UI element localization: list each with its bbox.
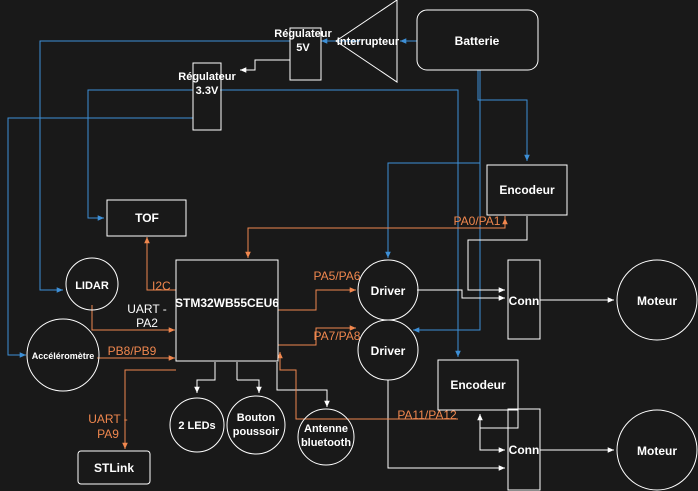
interrupteur-label: Interrupteur <box>337 36 400 48</box>
conn-bottom-box <box>507 408 541 491</box>
accelerometre-circle <box>26 318 100 392</box>
tof-box <box>106 199 187 237</box>
accelerometre-label: Accéléromètre <box>32 351 95 361</box>
wire-encodeur-top-conn-top <box>467 216 528 293</box>
wire-driver-top-conn-top <box>417 289 505 301</box>
batterie-label: Batterie <box>455 34 500 48</box>
encodeur-bottom-box <box>437 359 519 411</box>
wire-mcu-antenne <box>276 362 330 407</box>
wire-mcu-bouton-b <box>237 379 262 393</box>
i2c-label: I2C <box>152 279 171 293</box>
antenne-label-1: Antenne <box>304 423 348 435</box>
conn-bottom-label: Conn <box>509 443 540 457</box>
wire-reg5v-lidar <box>39 40 290 293</box>
uart-pa2-label-1: UART - <box>127 302 167 316</box>
pa7-pa8-label: PA7/PA8 <box>314 329 361 343</box>
batterie-box <box>416 9 539 71</box>
stlink-box <box>77 450 151 485</box>
encodeur-top-box <box>486 164 568 216</box>
conn-top-label: Conn <box>509 294 540 308</box>
wire-reg33-accelerometre <box>7 117 193 358</box>
antenne-label-2: bluetooth <box>301 437 351 449</box>
moteur-top-circle <box>616 259 698 341</box>
wire-mcu-driver-top <box>278 287 356 311</box>
wire-batterie-encodeur-top <box>477 70 530 161</box>
pb8-pb9-label: PB8/PB9 <box>108 344 157 358</box>
driver-bottom-circle <box>357 319 419 381</box>
bouton-label-1: Bouton <box>237 412 276 424</box>
pa11-pa12-label: PA11/PA12 <box>397 408 457 422</box>
wire-reg33-encodeur-bottom <box>220 89 461 357</box>
reg5v-label-2: 5V <box>296 42 310 54</box>
uart-pa9-label-1: UART - <box>88 412 128 426</box>
moteur-bottom-circle <box>616 409 698 491</box>
uart-pa2-label-2: PA2 <box>136 316 158 330</box>
leds-circle <box>169 397 225 453</box>
wire-encodeur-bottom-mcu <box>277 352 458 420</box>
wire-batterie-driver-bottom <box>413 70 481 333</box>
reg5v-box <box>289 27 322 81</box>
leds-label: 2 LEDs <box>178 420 215 432</box>
bouton-circle <box>226 395 286 455</box>
pa5-pa6-label: PA5/PA6 <box>314 269 361 283</box>
mcu-box <box>175 259 279 362</box>
wire-reg33-tof <box>87 89 193 221</box>
reg33-label-1: Régulateur <box>178 71 236 83</box>
antenne-circle <box>297 408 355 466</box>
lidar-circle <box>65 257 119 311</box>
moteur-top-label: Moteur <box>637 294 677 308</box>
mcu-label: STM32WB55CEU6 <box>175 296 279 310</box>
driver-top-label: Driver <box>371 284 406 298</box>
encodeur-top-label: Encodeur <box>499 183 555 197</box>
signal-wires-orange <box>91 216 508 449</box>
wire-mcu-driver-bottom <box>278 325 356 346</box>
pa0-pa1-label: PA0/PA1 <box>454 214 501 228</box>
power-wires <box>7 38 530 358</box>
wire-reg33-driver-top <box>385 162 480 258</box>
conn-top-box <box>507 259 541 340</box>
signal-wires-white <box>194 59 614 471</box>
bouton-label-2: poussoir <box>233 426 280 438</box>
lidar-label: LIDAR <box>75 280 109 292</box>
stlink-label: STLink <box>94 461 134 475</box>
wire-reg5v-reg33 <box>240 59 290 73</box>
interrupteur-triangle <box>335 0 398 83</box>
wire-driver-bottom-conn-bottom <box>387 380 505 471</box>
wire-mcu-tof <box>144 237 176 291</box>
wire-mcu-leds <box>194 362 216 393</box>
wire-mcu-stlink <box>122 369 176 449</box>
reg33-label-2: 3.3V <box>196 85 219 97</box>
reg5v-label-1: Régulateur <box>274 28 332 40</box>
driver-bottom-label: Driver <box>371 344 406 358</box>
tof-label: TOF <box>135 211 159 225</box>
uart-pa9-label-2: PA9 <box>97 427 119 441</box>
wire-mcu-lidar <box>91 305 175 333</box>
reg33-box <box>192 62 222 131</box>
moteur-bottom-label: Moteur <box>637 444 677 458</box>
encodeur-bottom-label: Encodeur <box>450 378 506 392</box>
